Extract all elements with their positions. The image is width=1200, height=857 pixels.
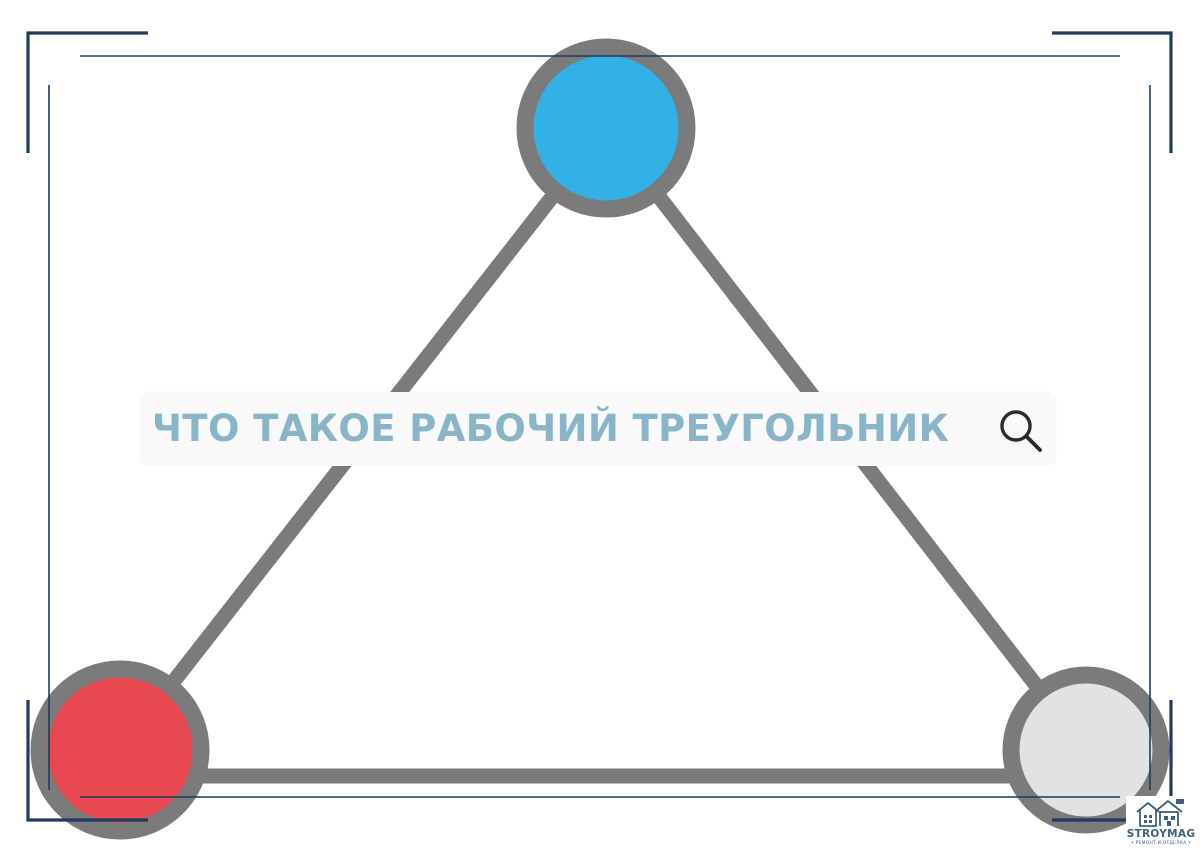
magnifier-icon[interactable]: [996, 406, 1044, 454]
search-query-text: ЧТО ТАКОЕ РАБОЧИЙ ТРЕУГОЛЬНИК: [152, 407, 950, 450]
logo-name: STROYMAG: [1126, 828, 1196, 840]
node-right: [1002, 666, 1170, 834]
decorative-frame: [26, 31, 1173, 822]
node-left: [30, 660, 210, 840]
node-top: [516, 38, 696, 218]
frame-corner-bottom-left: [26, 700, 148, 822]
frame-corner-top-left: [26, 31, 148, 153]
frame-corner-top-right: [1052, 31, 1173, 153]
search-bar[interactable]: ЧТО ТАКОЕ РАБОЧИЙ ТРЕУГОЛЬНИК: [140, 392, 1056, 466]
stroymag-logo: STROYMAG • РЕМОНТ И ОТДЕЛКА •: [1126, 796, 1196, 854]
logo-tagline: • РЕМОНТ И ОТДЕЛКА •: [1131, 841, 1191, 846]
house-icon: [1136, 799, 1186, 827]
